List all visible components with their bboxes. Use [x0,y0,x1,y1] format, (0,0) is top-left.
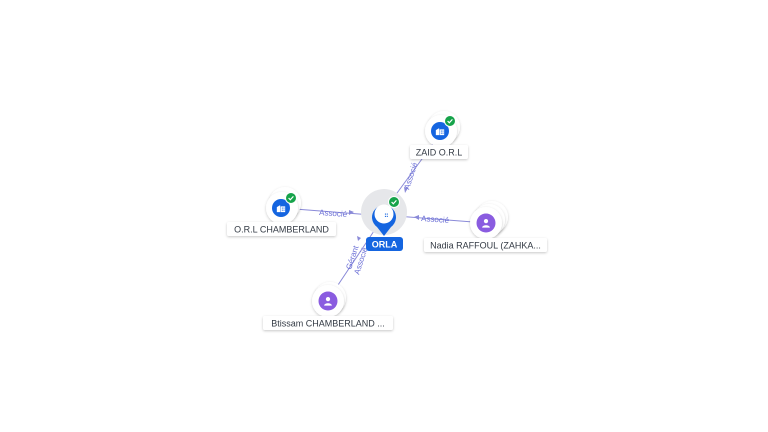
arrow-orl [349,210,354,215]
edge-label-nadia: Associé [421,214,450,225]
node-label-zaid: ZAID O.R.L [416,148,463,158]
node-btissam-chamberland[interactable]: Btissam CHAMBERLAND ... [263,282,393,330]
arrow-btissam [357,236,361,241]
center-node[interactable]: ORLA [361,189,407,251]
check-circle-icon [388,196,400,208]
edge-label-orl: Associé [319,208,348,219]
node-label-nadia-raffoul: Nadia RAFFOUL (ZAHKA... [430,241,541,251]
node-label-orl-chamberland: O.R.L CHAMBERLAND [234,225,329,235]
edge-zaid-center [388,132,442,205]
arrow-nadia [414,215,419,220]
check-circle-icon [285,192,297,204]
node-orl-chamberland[interactable]: O.R.L CHAMBERLAND [227,187,336,236]
arrow-zaid [404,187,408,193]
edge-label-zaid: Associé [402,161,419,191]
center-node-label: ORLA [372,240,398,250]
center-badge [366,237,403,251]
node-nadia-raffoul[interactable]: Nadia RAFFOUL (ZAHKA... [424,201,547,252]
node-zaid[interactable]: ZAID O.R.L [410,111,468,159]
node-label-btissam-chamberland: Btissam CHAMBERLAND ... [271,319,385,329]
check-circle-icon [444,115,456,127]
